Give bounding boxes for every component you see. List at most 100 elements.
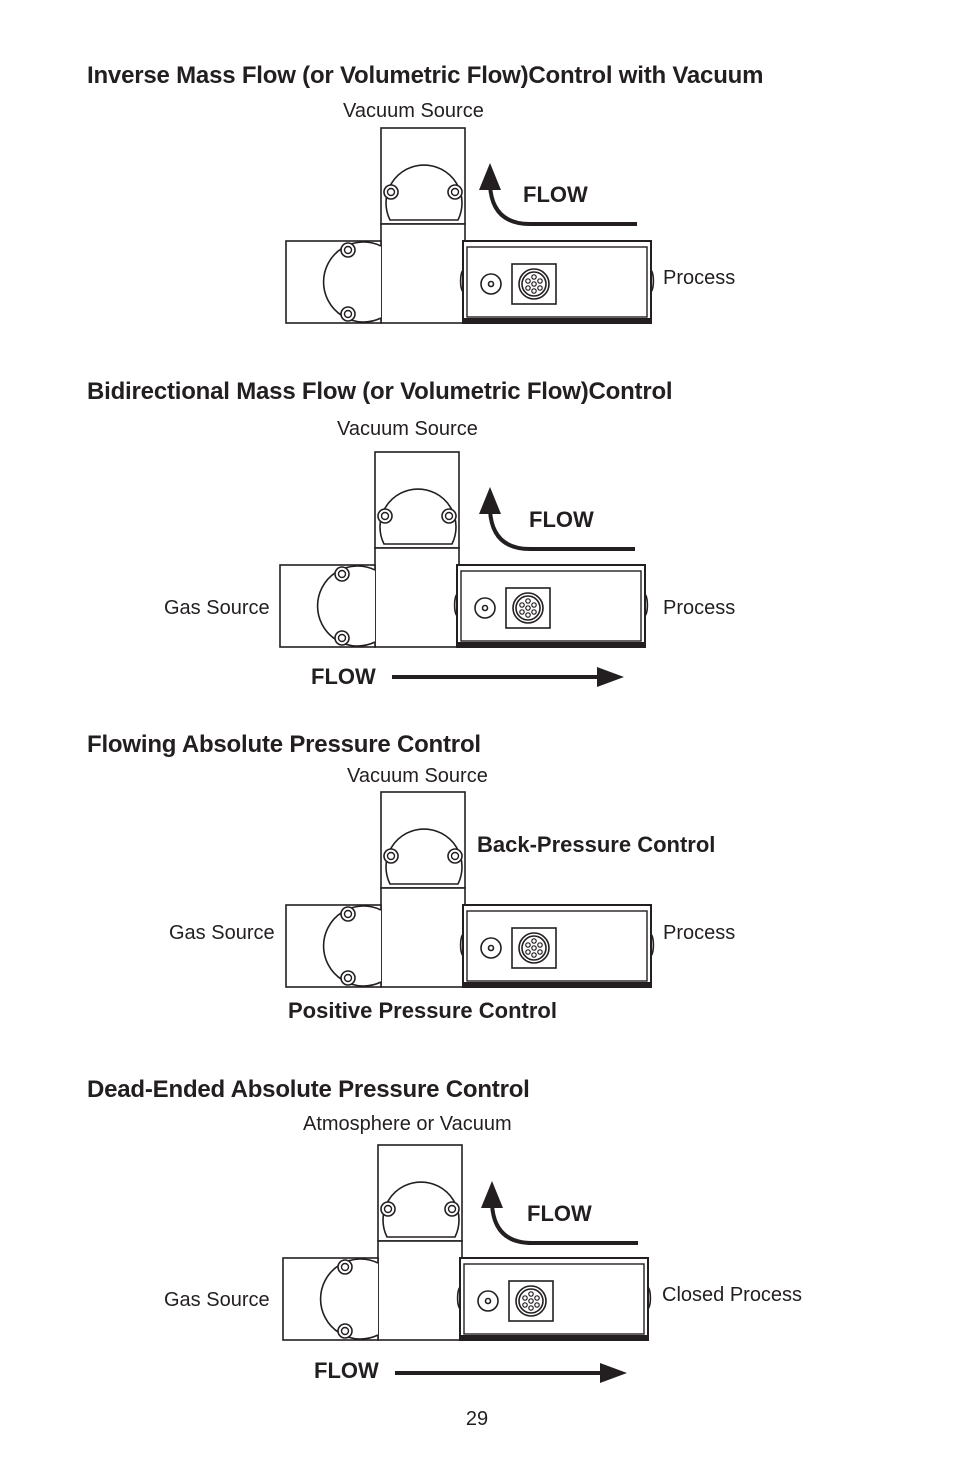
screw-icon (340, 970, 356, 986)
connector-pin (525, 278, 531, 284)
base-strip (457, 642, 645, 647)
screw-icon (377, 508, 393, 524)
screw-icon (383, 184, 399, 200)
manifold-block (380, 223, 466, 324)
base-strip (463, 982, 651, 987)
screw-icon (334, 566, 350, 582)
connector-pin (531, 952, 537, 958)
connector-pin (531, 281, 537, 287)
closed-process-label: Closed Process (662, 1284, 803, 1306)
controller-assembly (282, 1144, 652, 1341)
port-left (459, 269, 464, 293)
screw-icon (340, 906, 356, 922)
atmosphere-or-vacuum-label: Atmosphere or Vacuum (303, 1113, 512, 1135)
connector-pin (531, 938, 537, 944)
left-valve-cap (322, 905, 382, 987)
connector-pin (531, 945, 537, 951)
connector-pin (531, 609, 537, 615)
page-number: 29 (465, 1408, 489, 1430)
section-title-flowing-pressure: Flowing Absolute Pressure Control (87, 731, 481, 758)
flow-label: FLOW (527, 1201, 592, 1226)
manifold-block (374, 547, 460, 648)
screw-icon (340, 242, 356, 258)
connector-pin (537, 278, 543, 284)
screw-icon (383, 848, 399, 864)
port-right (647, 1286, 652, 1310)
port-left (453, 593, 458, 617)
connector-pin (525, 612, 531, 618)
gas-source-label: Gas Source (164, 597, 270, 619)
gas-source-label: Gas Source (164, 1289, 270, 1311)
connector-pin (531, 602, 537, 608)
base-strip (463, 318, 651, 323)
controller-assembly (285, 127, 655, 324)
flow-label: FLOW (523, 182, 588, 207)
back-pressure-control-label: Back-Pressure Control (477, 832, 716, 857)
section-title-bidirectional: Bidirectional Mass Flow (or Volumetric F… (87, 378, 673, 405)
flow-label: FLOW (311, 664, 376, 689)
connector-pin (522, 1295, 528, 1301)
flow-label: FLOW (529, 507, 594, 532)
manifold-block (377, 1240, 463, 1341)
left-valve-cap (319, 1258, 379, 1340)
vacuum-source-label: Vacuum Source (347, 765, 488, 787)
connector-pin (534, 1295, 540, 1301)
connector-pin (525, 285, 531, 291)
screw-icon (340, 306, 356, 322)
process-label: Process (663, 922, 736, 944)
vacuum-source-label: Vacuum Source (337, 418, 478, 440)
connector-pin (528, 1305, 534, 1311)
connector-pin (537, 949, 543, 955)
screw-icon (444, 1201, 460, 1217)
connector-pin (528, 1291, 534, 1297)
connector-pin (531, 288, 537, 294)
vacuum-source-label: Vacuum Source (343, 100, 484, 122)
port-right (650, 269, 655, 293)
screw-icon (447, 184, 463, 200)
left-valve-cap (316, 565, 376, 647)
connector-pin (519, 609, 525, 615)
section-title-dead-ended: Dead-Ended Absolute Pressure Control (87, 1076, 530, 1103)
connector-pin (537, 285, 543, 291)
section-title-inverse-flow: Inverse Mass Flow (or Volumetric Flow)Co… (87, 62, 764, 89)
connector-pin (537, 942, 543, 948)
connector-pin (525, 949, 531, 955)
screw-icon (380, 1201, 396, 1217)
left-valve-cap (322, 241, 382, 323)
port-left (459, 933, 464, 957)
base-strip (460, 1335, 648, 1340)
process-label: Process (663, 597, 736, 619)
process-label: Process (663, 267, 736, 289)
screw-icon (441, 508, 457, 524)
screw-icon (337, 1259, 353, 1275)
connector-pin (519, 602, 525, 608)
connector-pin (534, 1302, 540, 1308)
port-left (456, 1286, 461, 1310)
connector-pin (528, 1298, 534, 1304)
screw-icon (337, 1323, 353, 1339)
positive-pressure-control-label: Positive Pressure Control (288, 998, 557, 1023)
connector-pin (522, 1302, 528, 1308)
connector-pin (525, 605, 531, 611)
screw-icon (334, 630, 350, 646)
port-right (644, 593, 649, 617)
connector-pin (525, 942, 531, 948)
connector-pin (531, 274, 537, 280)
controller-assembly (285, 791, 655, 988)
controller-assembly (279, 451, 649, 648)
screw-icon (447, 848, 463, 864)
port-right (650, 933, 655, 957)
gas-source-label: Gas Source (169, 922, 275, 944)
manifold-block (380, 887, 466, 988)
flow-label: FLOW (314, 1358, 379, 1383)
connector-pin (525, 598, 531, 604)
